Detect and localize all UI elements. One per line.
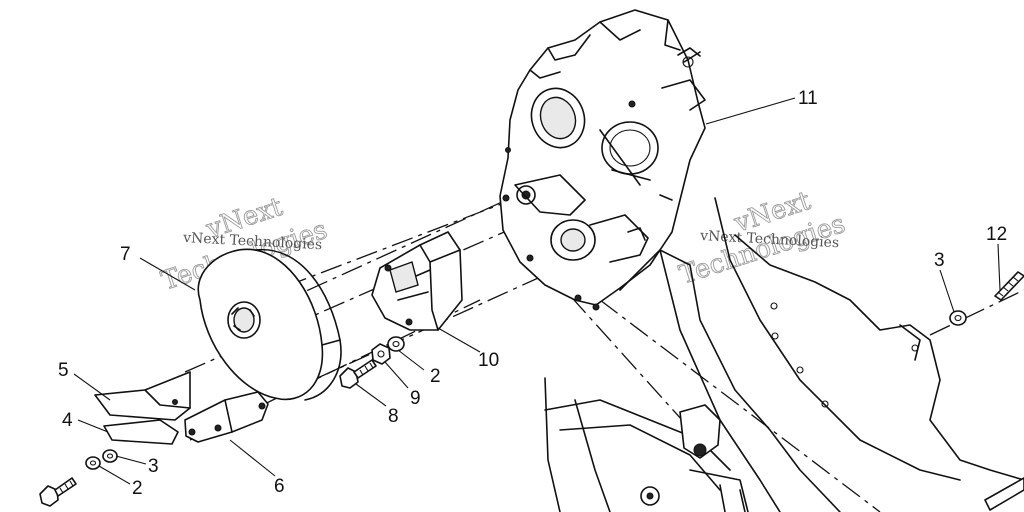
guard-plate-5 bbox=[94, 371, 191, 421]
transmission-housing bbox=[499, 9, 706, 311]
callout-4: 4 bbox=[62, 410, 73, 431]
washer-2-center bbox=[387, 336, 405, 352]
spacer-4 bbox=[103, 419, 179, 445]
nut-9 bbox=[371, 343, 391, 365]
watermark-right: vNext Technologies vNext Technologies bbox=[675, 185, 849, 291]
watermark-right-text: vNext Technologies bbox=[699, 228, 840, 251]
frame-chassis bbox=[544, 197, 1024, 512]
callout-11: 11 bbox=[798, 88, 818, 109]
washer-3-left bbox=[102, 449, 118, 463]
mount-bracket-10 bbox=[371, 231, 463, 331]
drive-clutch-7 bbox=[197, 248, 342, 401]
callout-9: 9 bbox=[410, 388, 421, 409]
callout-2-left: 2 bbox=[132, 478, 143, 499]
bolt-right-bottom bbox=[984, 477, 1024, 511]
callout-10: 10 bbox=[478, 350, 499, 371]
callout-12: 12 bbox=[986, 224, 1007, 245]
bolt-left bbox=[39, 477, 77, 507]
callout-8: 8 bbox=[388, 406, 399, 427]
bracket-6 bbox=[184, 391, 269, 443]
washer-2-left bbox=[85, 456, 101, 470]
callout-2-center: 2 bbox=[430, 366, 441, 387]
bolt-8 bbox=[339, 359, 377, 389]
callout-3-right: 3 bbox=[934, 250, 945, 271]
bolt-12 bbox=[994, 271, 1024, 301]
washer-3-right bbox=[949, 310, 967, 326]
callout-3-left: 3 bbox=[148, 456, 159, 477]
callout-7: 7 bbox=[120, 244, 131, 265]
watermark-left-text: vNext Technologies bbox=[182, 230, 323, 253]
leader-lines bbox=[73, 97, 1001, 485]
callouts: 11 7 10 2 9 8 5 4 3 2 6 3 12 bbox=[58, 88, 1007, 499]
callout-5: 5 bbox=[58, 360, 69, 381]
callout-6: 6 bbox=[274, 476, 285, 497]
